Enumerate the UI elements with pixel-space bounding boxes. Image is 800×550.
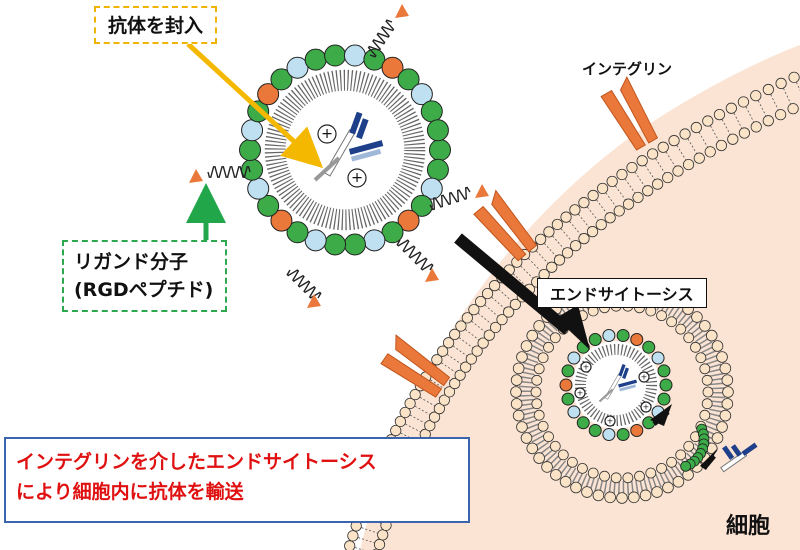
svg-text:+: + — [643, 402, 650, 411]
svg-text:+: + — [607, 416, 614, 425]
svg-text:+: + — [321, 126, 333, 142]
encapsulate-antibody-label: 抗体を封入 — [94, 6, 218, 44]
svg-text:+: + — [577, 388, 584, 397]
ligand-molecule-label: リガンド分子 (RGDペプチド) — [62, 240, 228, 312]
caption-box: インテグリンを介したエンドサイトーシス により細胞内に抗体を輸送 — [4, 437, 470, 523]
released-antibody — [680, 423, 758, 473]
caption-line2: により細胞内に抗体を輸送 — [16, 481, 244, 503]
integrin-receptors — [380, 75, 659, 398]
release-arrow-2-shaft — [702, 454, 716, 470]
cell-label: 細胞 — [726, 514, 771, 539]
endocytosis-arrow-head — [556, 305, 590, 350]
ligand-label-line2: (RGDペプチド) — [74, 279, 214, 301]
ligand-label-line1: リガンド分子 — [74, 251, 189, 273]
endocytosis-label: エンドサイトーシス — [537, 278, 707, 308]
liposome: ++ — [189, 4, 489, 308]
svg-text:+: + — [583, 362, 590, 371]
svg-text:+: + — [641, 372, 648, 381]
endocytosis-arrow — [454, 233, 572, 335]
caption-line1: インテグリンを介したエンドサイトーシス — [16, 451, 377, 473]
integrin-label: インテグリン — [582, 60, 673, 78]
release-arrow-1-shaft — [652, 410, 670, 426]
svg-text:+: + — [351, 170, 363, 186]
internalized-liposome: + + + + + — [559, 329, 673, 441]
encapsulate-arrow — [186, 42, 324, 169]
